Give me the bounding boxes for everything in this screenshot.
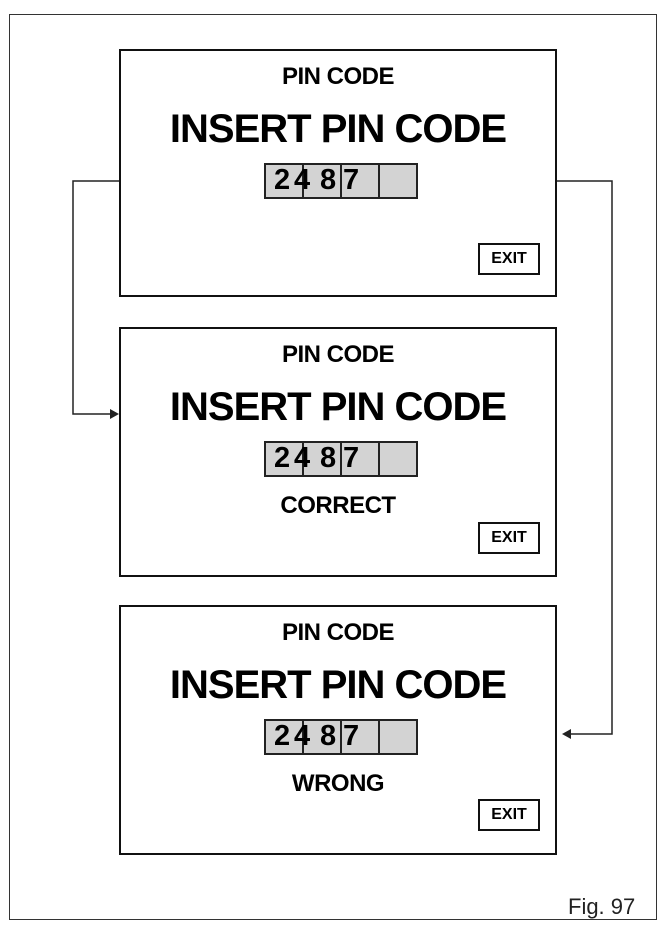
screen-heading: INSERT PIN CODE	[169, 107, 507, 151]
status-message: CORRECT	[280, 492, 396, 519]
figure-frame	[9, 14, 657, 920]
screen-title: PIN CODE	[281, 619, 395, 646]
arrowhead-to-wrong	[562, 729, 571, 739]
pin-box-4	[378, 441, 418, 477]
screen-pin-correct: PIN CODE INSERT PIN CODE 2 4 8 7 CORRECT…	[119, 327, 557, 577]
pin-box-3	[340, 441, 380, 477]
figure-label: Fig. 97	[568, 894, 636, 919]
pin-box-1	[264, 441, 304, 477]
pin-digit-1: 2	[274, 442, 291, 474]
screen-title: PIN CODE	[281, 341, 395, 368]
pin-digit-1: 2	[274, 720, 291, 752]
exit-button[interactable]: EXIT	[478, 522, 540, 554]
pin-box-4	[378, 719, 418, 755]
status-message: WRONG	[291, 770, 385, 797]
pin-digit-2: 4	[294, 720, 311, 752]
pin-digit-2: 4	[294, 442, 311, 474]
pin-digit-3: 8	[320, 164, 337, 196]
pin-digit-4: 7	[343, 720, 360, 752]
pin-digit-3: 8	[320, 442, 337, 474]
pin-box-4	[378, 163, 418, 199]
pin-digit-3: 8	[320, 720, 337, 752]
arrowhead-to-correct	[110, 409, 119, 419]
screen-insert-pin: PIN CODE INSERT PIN CODE 2 4 8 7 EXIT	[119, 49, 557, 297]
connector-to-correct	[72, 180, 119, 415]
pin-box-1	[264, 719, 304, 755]
connector-to-wrong	[557, 180, 613, 735]
pin-digit-2: 4	[294, 164, 311, 196]
pin-digit-1: 2	[274, 164, 291, 196]
pin-digit-4: 7	[343, 164, 360, 196]
pin-digit-4: 7	[343, 442, 360, 474]
exit-button[interactable]: EXIT	[478, 799, 540, 831]
screen-heading: INSERT PIN CODE	[169, 663, 507, 707]
exit-button[interactable]: EXIT	[478, 243, 540, 275]
screen-title: PIN CODE	[281, 63, 395, 90]
screen-pin-wrong: PIN CODE INSERT PIN CODE 2 4 8 7 WRONG E…	[119, 605, 557, 855]
screen-heading: INSERT PIN CODE	[169, 385, 507, 429]
